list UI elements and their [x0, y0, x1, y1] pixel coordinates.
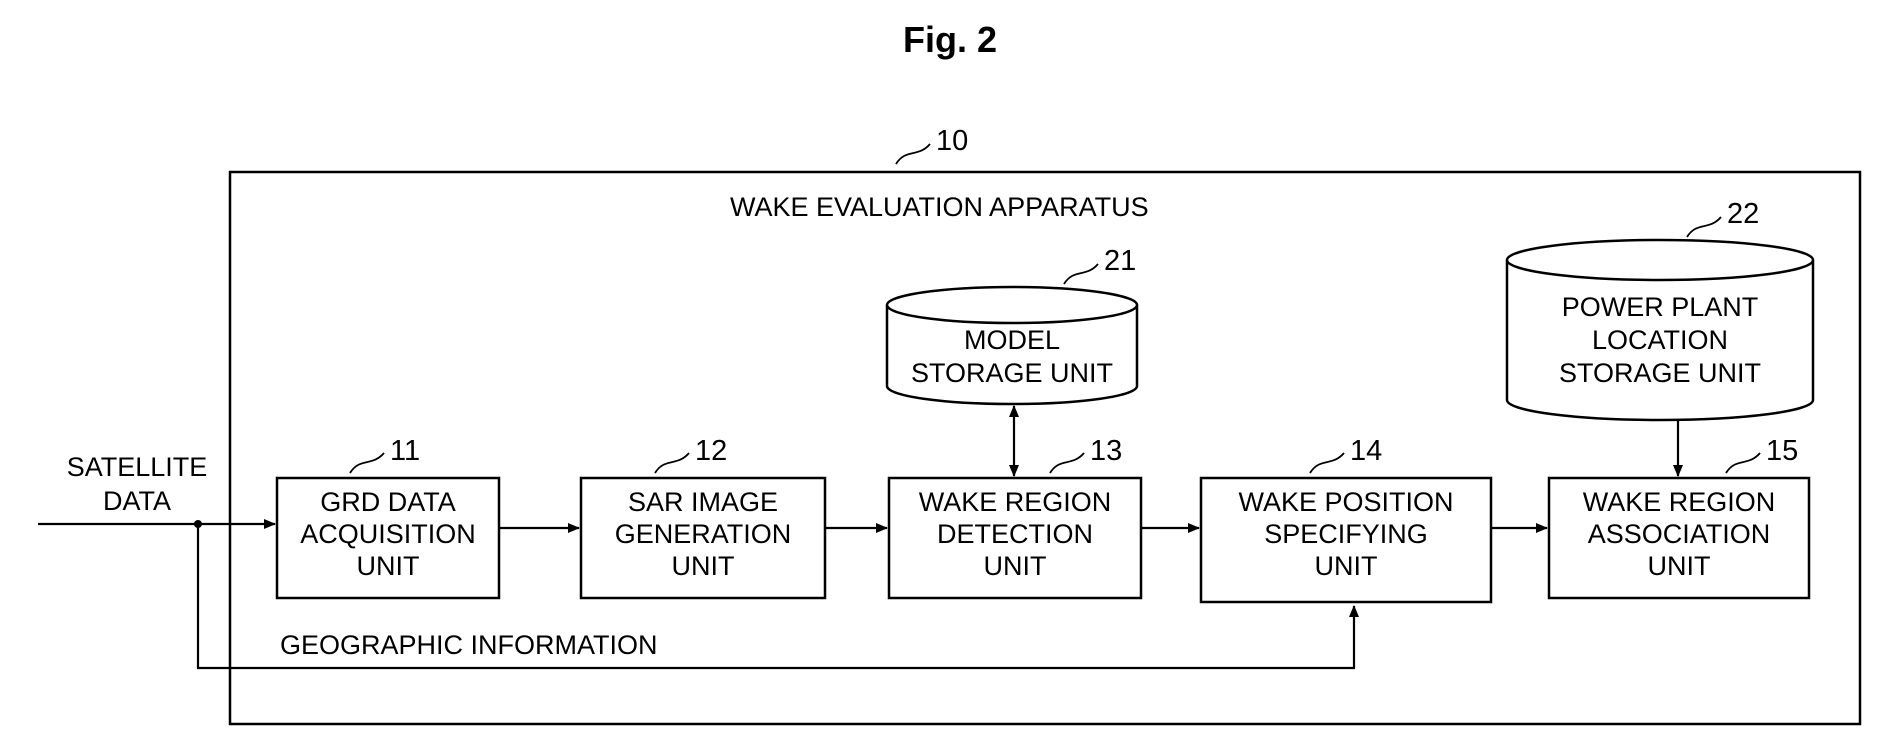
figure-title: Fig. 2	[903, 19, 997, 60]
unit-12-ref-number: 12	[695, 435, 727, 467]
sar-image-generation-unit-line2: GENERATION	[615, 519, 792, 549]
apparatus-ref-leader	[896, 144, 930, 164]
sar-image-generation-unit-line3: UNIT	[672, 551, 735, 581]
wake-region-detection-unit-line2: DETECTION	[937, 519, 1093, 549]
satellite-data-label-line1: SATELLITE	[67, 452, 208, 482]
wake-region-association-unit-line2: ASSOCIATION	[1588, 519, 1771, 549]
unit-15-ref-leader	[1726, 453, 1760, 473]
power-plant-location-storage-unit-top	[1507, 240, 1813, 280]
wake-position-specifying-unit-line3: UNIT	[1315, 551, 1378, 581]
sar-image-generation-unit-line1: SAR IMAGE	[628, 487, 778, 517]
wake-region-detection-unit-line3: UNIT	[984, 551, 1047, 581]
power-plant-location-storage-unit-line1: POWER PLANT	[1562, 292, 1759, 322]
storage-21-ref-leader	[1064, 264, 1098, 284]
unit-12-ref-leader	[655, 453, 689, 473]
apparatus-ref-number: 10	[936, 125, 968, 157]
unit-14-ref-leader	[1310, 453, 1344, 473]
wake-position-specifying-unit-line2: SPECIFYING	[1264, 519, 1428, 549]
wake-region-association-unit-line1: WAKE REGION	[1583, 487, 1776, 517]
unit-15-ref-number: 15	[1766, 435, 1798, 467]
storage-22-ref-number: 22	[1727, 198, 1759, 230]
wake-position-specifying-unit-line1: WAKE POSITION	[1238, 487, 1453, 517]
storage-22-ref-leader	[1687, 217, 1721, 237]
power-plant-location-storage-unit-line3: STORAGE UNIT	[1559, 358, 1761, 388]
unit-11-ref-leader	[350, 453, 384, 473]
model-storage-unit-line2: STORAGE UNIT	[911, 358, 1113, 388]
unit-14-ref-number: 14	[1350, 435, 1382, 467]
wake-region-association-unit-line3: UNIT	[1648, 551, 1711, 581]
wake-region-detection-unit-line1: WAKE REGION	[919, 487, 1112, 517]
storage-21-ref-number: 21	[1104, 245, 1136, 277]
geographic-information-label: GEOGRAPHIC INFORMATION	[280, 630, 658, 660]
grd-data-acquisition-unit-line1: GRD DATA	[320, 487, 456, 517]
unit-11-ref-number: 11	[390, 435, 420, 467]
satellite-data-label-line2: DATA	[103, 486, 171, 516]
power-plant-location-storage-unit-line2: LOCATION	[1592, 325, 1728, 355]
unit-13-ref-number: 13	[1090, 435, 1122, 467]
apparatus-label: WAKE EVALUATION APPARATUS	[730, 192, 1149, 222]
grd-data-acquisition-unit-line2: ACQUISITION	[300, 519, 476, 549]
grd-data-acquisition-unit-line3: UNIT	[357, 551, 420, 581]
unit-13-ref-leader	[1050, 453, 1084, 473]
model-storage-unit-top	[887, 287, 1137, 323]
model-storage-unit-line1: MODEL	[964, 325, 1060, 355]
